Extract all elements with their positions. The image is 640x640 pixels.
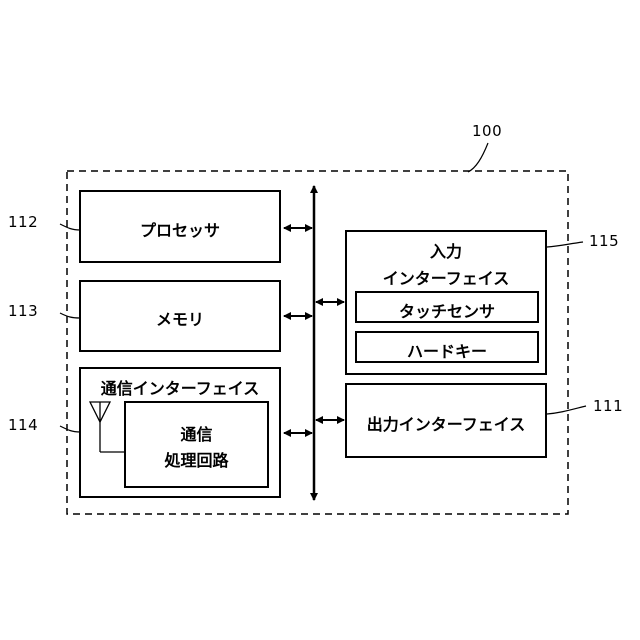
memory-block: メモリ [79,280,281,352]
input-interface-line2: インターフェイス [347,265,545,289]
output-interface-block: 出力インターフェイス [345,383,547,458]
processor-label: プロセッサ [81,217,279,241]
input-interface-line1: 入力 [347,238,545,262]
ref-113: 113 [8,302,38,320]
hard-key-block: ハードキー [355,331,539,363]
ref-100: 100 [472,122,502,140]
leader-114 [60,426,80,432]
touch-sensor-label: タッチセンサ [357,298,537,322]
leader-112 [60,224,80,230]
input-interface-block: 入力 インターフェイス タッチセンサ ハードキー [345,230,547,375]
ref-112: 112 [8,213,38,231]
comm-circuit-line1: 通信 [126,421,267,445]
output-interface-label: 出力インターフェイス [347,411,545,435]
leader-113 [60,313,80,318]
processor-block: プロセッサ [79,190,281,263]
comm-interface-block: 通信インターフェイス 通信 処理回路 [79,367,281,498]
comm-circuit-line2: 処理回路 [126,447,267,471]
memory-label: メモリ [81,306,279,330]
ref-114: 114 [8,416,38,434]
leader-100 [468,143,488,172]
ref-111: 111 [593,397,623,415]
comm-circuit-block: 通信 処理回路 [124,401,269,488]
hard-key-label: ハードキー [357,338,537,362]
ref-115: 115 [589,232,619,250]
leader-111 [547,406,586,414]
touch-sensor-block: タッチセンサ [355,291,539,323]
comm-interface-label: 通信インターフェイス [81,375,279,399]
leader-115 [547,242,583,247]
